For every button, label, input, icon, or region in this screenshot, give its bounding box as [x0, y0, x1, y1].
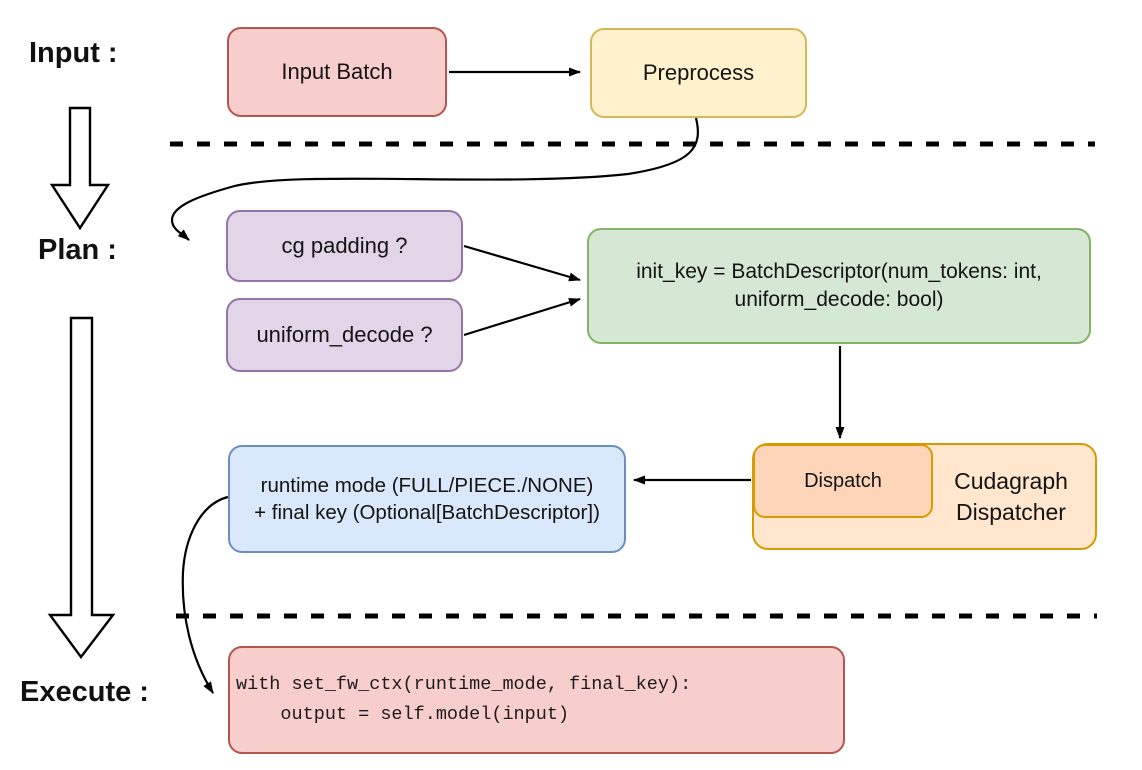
input-stage-arrow-icon: [49, 106, 111, 231]
node-execute-code: with set_fw_ctx(runtime_mode, final_key)…: [228, 646, 845, 754]
plan-stage-arrow-icon: [47, 316, 116, 660]
node-dispatch-label: Dispatch: [804, 469, 882, 492]
node-preprocess-label: Preprocess: [642, 60, 755, 86]
node-init-key-line2: uniform_decode: bool): [734, 288, 944, 311]
node-cg-padding: cg padding ?: [226, 210, 463, 282]
node-input-batch-label: Input Batch: [281, 59, 393, 85]
node-uniform-decode-label: uniform_decode ?: [256, 322, 433, 348]
node-uniform-decode: uniform_decode ?: [226, 298, 463, 372]
execute-code-line2: output = self.model(input): [236, 704, 570, 725]
node-init-key-line1: init_key = BatchDescriptor(num_tokens: i…: [636, 260, 1042, 284]
edge-preprocess-cgpadding: [170, 117, 700, 241]
cudagraph-title-line1: Cudagraph: [954, 468, 1068, 495]
edge-runtimemode-executecode: [181, 495, 229, 694]
node-input-batch: Input Batch: [227, 27, 447, 117]
stage-label-execute: Execute :: [20, 676, 149, 708]
node-runtime-mode-line1: runtime mode (FULL/PIECE./NONE): [260, 473, 594, 497]
edge-uniformdecode-initkey: [463, 297, 581, 337]
edge-cgpadding-initkey: [463, 244, 581, 282]
cudagraph-dispatcher-title: Cudagraph Dispatcher: [927, 445, 1095, 548]
node-runtime-mode-line2: + final key (Optional[BatchDescriptor]): [254, 501, 600, 524]
execute-code-line1: with set_fw_ctx(runtime_mode, final_key)…: [236, 674, 692, 696]
node-cg-padding-label: cg padding ?: [281, 233, 408, 259]
node-init-key: init_key = BatchDescriptor(num_tokens: i…: [587, 228, 1091, 344]
cudagraph-title-line2: Dispatcher: [956, 498, 1066, 525]
stage-label-plan: Plan :: [38, 234, 117, 266]
stage-label-input: Input :: [29, 37, 118, 69]
node-dispatch: Dispatch: [753, 444, 933, 518]
node-preprocess: Preprocess: [590, 28, 807, 118]
node-runtime-mode: runtime mode (FULL/PIECE./NONE) + final …: [228, 445, 626, 553]
